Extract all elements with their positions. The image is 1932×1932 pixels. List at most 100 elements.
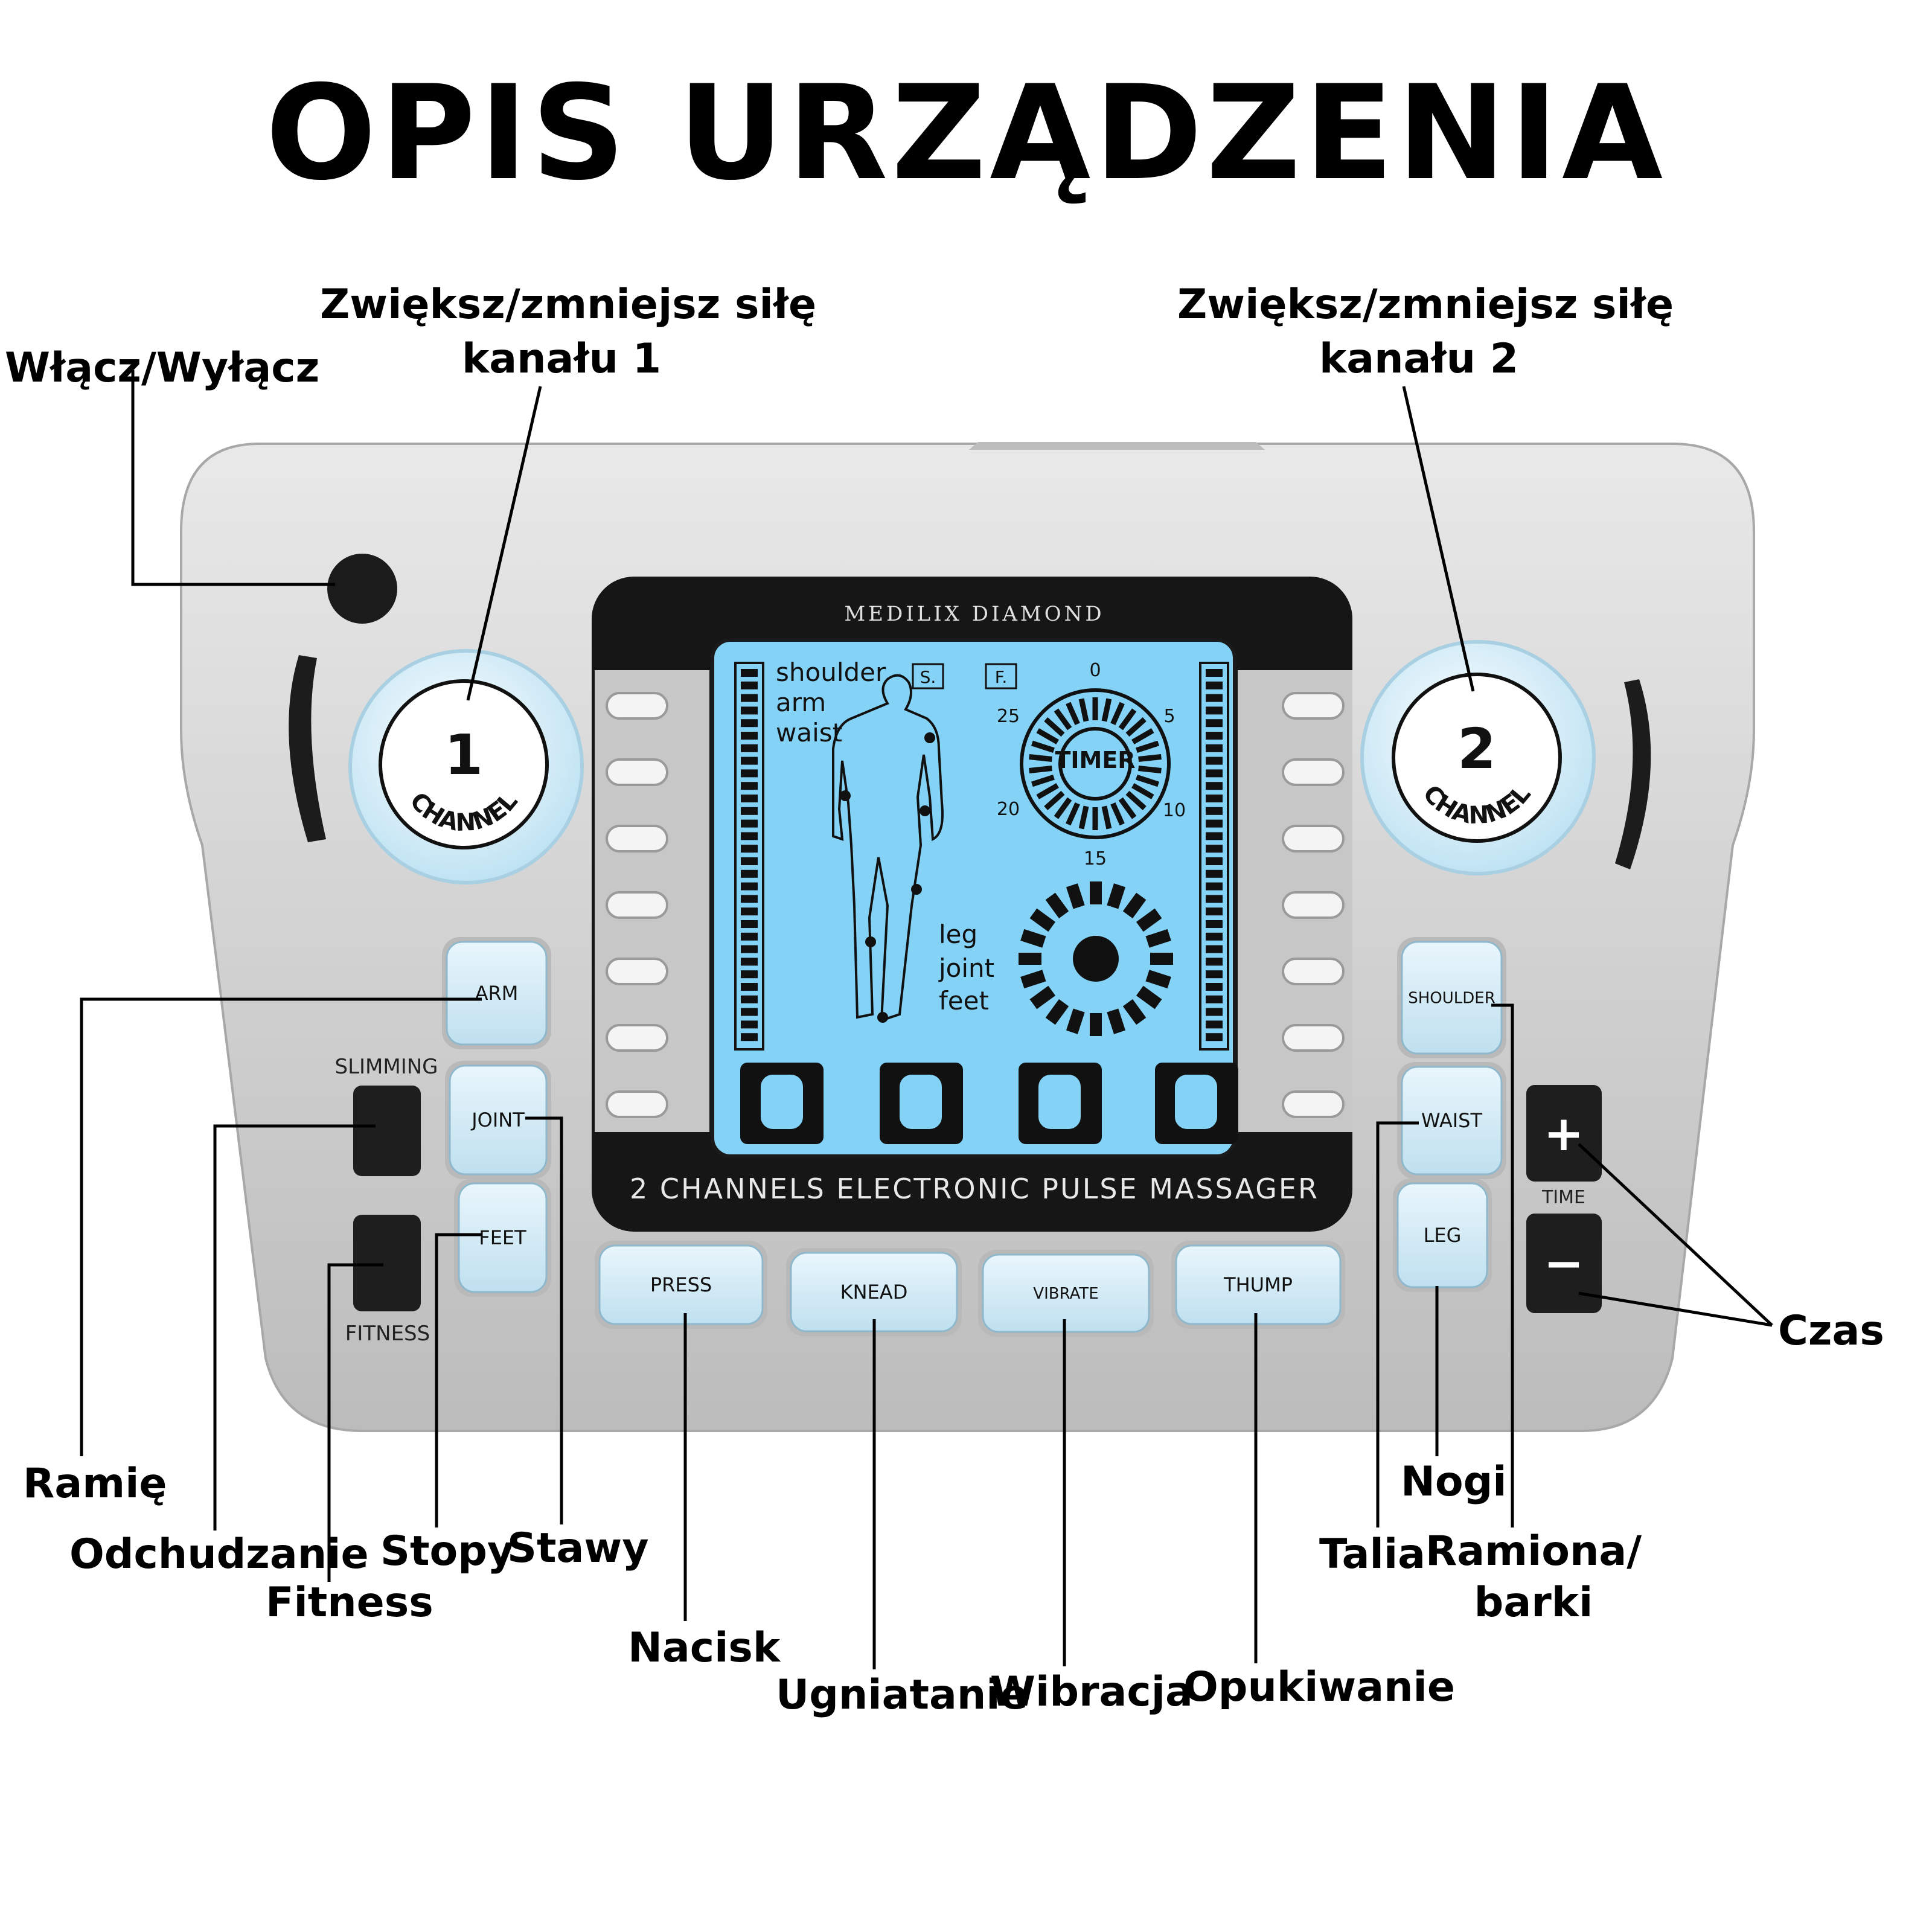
slot xyxy=(606,958,668,985)
label-channel-2-line2: kanału 2 xyxy=(1319,335,1519,383)
body-figure-icon xyxy=(832,674,944,1022)
shoulder-button-label: SHOULDER xyxy=(1408,990,1495,1008)
channel-1-level-meter xyxy=(734,662,764,1051)
timer-segment xyxy=(1078,805,1089,830)
meter-segment xyxy=(1206,782,1223,790)
arm-callout xyxy=(80,997,482,1456)
timer-segment xyxy=(1029,766,1052,773)
waist-button-label: WAIST xyxy=(1421,1109,1483,1132)
acupoint-dot xyxy=(877,1012,888,1023)
timer-segment xyxy=(1036,728,1059,744)
label-leg: Nogi xyxy=(1401,1458,1507,1506)
fitness-callout xyxy=(327,1263,383,1582)
meter-segment xyxy=(741,869,758,878)
meter-segment xyxy=(741,706,758,715)
time-minus-callout xyxy=(1578,1291,1773,1327)
press-button[interactable]: PRESS xyxy=(595,1241,767,1329)
acupoint-dot xyxy=(920,805,930,816)
joint-button[interactable]: JOINT xyxy=(445,1061,551,1179)
svg-text:+: + xyxy=(1543,1105,1584,1162)
ring-segment xyxy=(1107,883,1126,909)
meter-segment xyxy=(1206,895,1223,903)
ring-segment xyxy=(1145,970,1171,989)
ring-segment xyxy=(1066,883,1085,909)
ring-segment xyxy=(1107,1008,1126,1034)
shoulder-button[interactable]: SHOULDER xyxy=(1397,937,1506,1058)
meter-segment xyxy=(741,719,758,728)
timer-dial xyxy=(1020,688,1171,839)
channel-2-knob[interactable]: 2 CHANNEL xyxy=(1360,640,1596,875)
meter-segment xyxy=(741,819,758,828)
timer-segment xyxy=(1054,797,1072,819)
channel-1-knob[interactable]: 1 CHANNEL xyxy=(348,649,584,884)
page-title: OPIS URZĄDZENIA xyxy=(265,57,1667,209)
slot xyxy=(606,692,668,720)
timer-segment xyxy=(1131,783,1154,799)
timer-segment xyxy=(1110,802,1125,826)
time-plus-button[interactable]: + xyxy=(1526,1085,1602,1182)
vibrate-button[interactable]: VIBRATE xyxy=(978,1250,1154,1337)
power-button[interactable] xyxy=(327,554,397,624)
leg-button[interactable]: LEG xyxy=(1393,1179,1492,1292)
label-vibrate: Wibracja xyxy=(990,1668,1193,1716)
thump-button[interactable]: THUMP xyxy=(1171,1241,1345,1329)
meter-segment xyxy=(741,769,758,778)
timer-segment xyxy=(1029,754,1052,762)
channel-2-callout xyxy=(1402,386,1475,692)
ring-segment xyxy=(1045,999,1069,1025)
meter-segment xyxy=(1206,819,1223,828)
leg-button-label: LEG xyxy=(1424,1224,1462,1247)
svg-text:−: − xyxy=(1543,1235,1584,1291)
meter-segment xyxy=(1206,694,1223,702)
slot xyxy=(1282,891,1345,919)
meter-segment xyxy=(1206,932,1223,941)
timer-segment xyxy=(1125,790,1147,810)
meter-segment xyxy=(1206,945,1223,953)
slot xyxy=(1282,1024,1345,1052)
meter-segment xyxy=(1206,958,1223,966)
waist-callout xyxy=(1376,1121,1419,1527)
slot xyxy=(606,891,668,919)
timer-tick-25: 25 xyxy=(997,706,1020,727)
arm-button[interactable]: ARM xyxy=(442,937,551,1049)
waist-button[interactable]: WAIST xyxy=(1397,1062,1506,1179)
time-minus-button[interactable]: − xyxy=(1526,1214,1602,1313)
ring-segment xyxy=(1136,985,1162,1009)
timer-segment xyxy=(1138,766,1162,773)
meter-segment xyxy=(741,857,758,865)
feet-callout xyxy=(435,1233,482,1527)
meter-segment xyxy=(741,970,758,979)
meter-segment xyxy=(741,782,758,790)
timer-segment xyxy=(1110,702,1125,726)
timer-segment xyxy=(1118,797,1137,819)
meter-segment xyxy=(741,958,758,966)
label-channel-1-line2: kanału 1 xyxy=(461,335,662,383)
feet-button[interactable]: FEET xyxy=(454,1179,551,1297)
acupoint-dot xyxy=(840,790,851,801)
timer-tick-20: 20 xyxy=(997,799,1020,820)
timer-tick-5: 5 xyxy=(1163,706,1175,727)
meter-segment xyxy=(741,669,758,677)
meter-segment xyxy=(741,795,758,802)
ring-segment xyxy=(1020,970,1046,989)
meter-segment xyxy=(741,845,758,853)
timer-segment xyxy=(1031,740,1055,753)
label-feet: Stopy xyxy=(380,1527,514,1575)
meter-segment xyxy=(741,983,758,991)
press-button-label: PRESS xyxy=(650,1273,712,1296)
knead-button-label: KNEAD xyxy=(840,1281,908,1303)
slimming-button[interactable] xyxy=(353,1086,421,1176)
label-waist: Talia xyxy=(1319,1531,1426,1578)
fitness-button[interactable] xyxy=(353,1215,421,1311)
timer-segment xyxy=(1138,754,1162,762)
timer-label: TIMER xyxy=(1055,747,1135,773)
slot xyxy=(1282,1090,1345,1118)
meter-segment xyxy=(1206,1008,1223,1016)
timer-tick-10: 10 xyxy=(1163,800,1186,821)
time-label: TIME xyxy=(1541,1187,1585,1208)
slimming-callout xyxy=(213,1124,376,1531)
meter-segment xyxy=(741,744,758,752)
meter-segment xyxy=(1206,907,1223,916)
meter-segment xyxy=(741,895,758,903)
ring-segment xyxy=(1020,929,1046,948)
